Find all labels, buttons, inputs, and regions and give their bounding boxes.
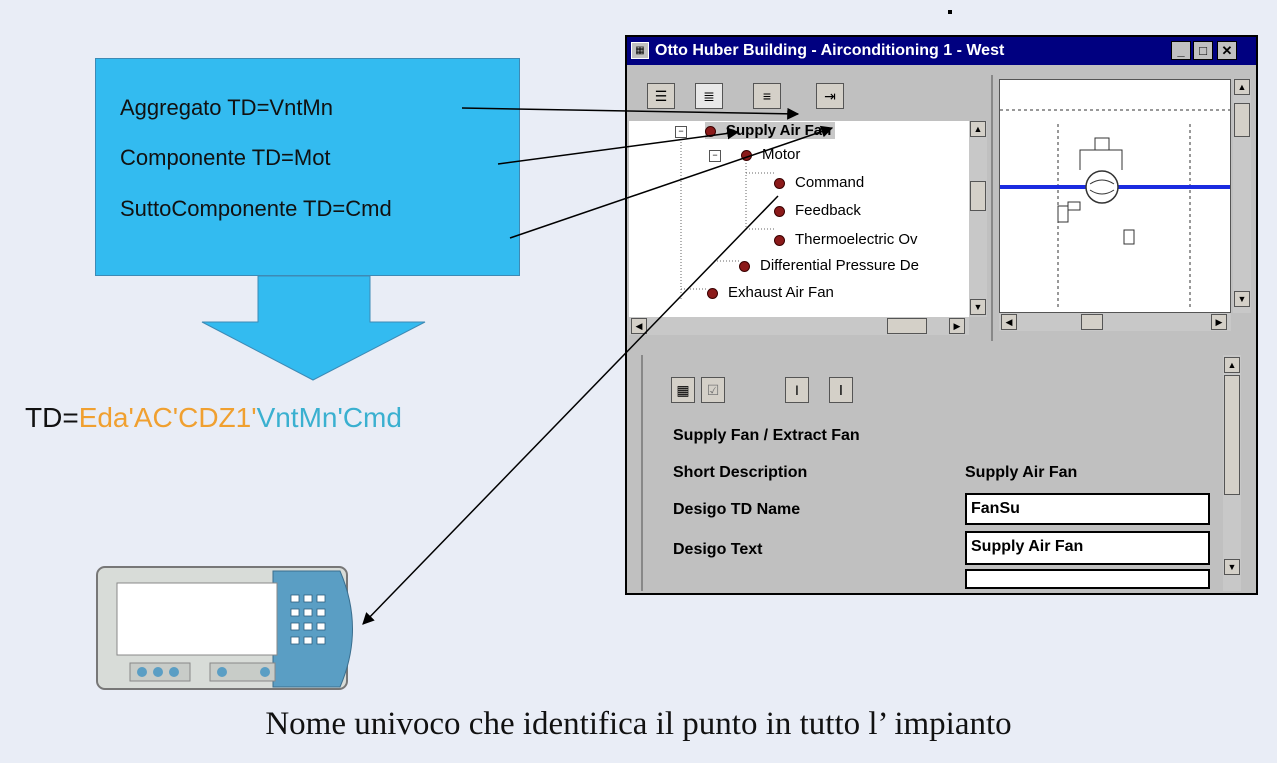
- short-description-value: Supply Air Fan: [965, 464, 1078, 481]
- arrow-suttocomponente: [509, 125, 834, 239]
- callout-box: [95, 58, 520, 276]
- scroll-up-arrow-icon[interactable]: ▲: [1224, 357, 1240, 373]
- text-cursor-bold-icon[interactable]: Ⅰ: [829, 377, 853, 403]
- point-icon: [774, 205, 785, 217]
- arrow-aggregato: [461, 107, 800, 120]
- tree-item-thermoelectric[interactable]: Thermoelectric Ov: [774, 231, 918, 248]
- tree-pane: ☰ ≣ ≡ ⇥ − Supply Air Fan − Motor Command…: [629, 75, 987, 337]
- graphic-horizontal-scrollbar[interactable]: ◀ ▶: [999, 313, 1231, 331]
- scroll-left-arrow-icon[interactable]: ◀: [631, 318, 647, 334]
- scroll-left-arrow-icon[interactable]: ◀: [1001, 314, 1017, 330]
- td-formula: TD=Eda'AC'CDZ1'VntMn'Cmd: [25, 402, 402, 434]
- scroll-up-arrow-icon[interactable]: ▲: [1234, 79, 1250, 95]
- controller-device-image: [95, 565, 370, 693]
- short-description-label: Short Description: [673, 464, 808, 481]
- td-orange-part: Eda'AC'CDZ1': [78, 402, 257, 433]
- scroll-thumb[interactable]: [1081, 314, 1103, 330]
- tree-item-label: Differential Pressure De: [760, 257, 919, 274]
- td-name-label: Desigo TD Name: [673, 501, 801, 518]
- scroll-down-arrow-icon[interactable]: ▼: [1234, 291, 1250, 307]
- tree-item-differential-pressure[interactable]: Differential Pressure De: [739, 257, 919, 274]
- next-field[interactable]: [965, 569, 1210, 589]
- callout-line-aggregato: Aggregato TD=VntMn: [120, 95, 333, 120]
- graphic-pane: ▲ ▼ ◀ ▶: [991, 75, 1256, 341]
- scroll-thumb[interactable]: [887, 318, 927, 334]
- properties-pane: ▦ ☑ I Ⅰ Supply Fan / Extract Fan Short D…: [641, 355, 1224, 591]
- collapse-icon[interactable]: −: [675, 126, 687, 138]
- arrow-componente: [497, 127, 740, 165]
- point-icon: [774, 177, 785, 189]
- scroll-right-arrow-icon[interactable]: ▶: [1211, 314, 1227, 330]
- dot-mark: [948, 10, 952, 14]
- plant-diagram[interactable]: [999, 79, 1231, 313]
- desigo-text-label: Desigo Text: [673, 541, 763, 558]
- minimize-button[interactable]: _: [1171, 41, 1191, 60]
- details-view-button[interactable]: ≣: [695, 83, 723, 109]
- tree-view: − Supply Air Fan − Motor Command Feedbac…: [629, 121, 969, 317]
- scroll-down-arrow-icon[interactable]: ▼: [1224, 559, 1240, 575]
- section-title: Supply Fan / Extract Fan: [673, 427, 860, 444]
- application-window: ▦ Otto Huber Building - Airconditioning …: [625, 35, 1258, 595]
- tree-item-label: Command: [795, 174, 865, 191]
- tree-item-label: Supply Air Fan: [726, 122, 832, 139]
- tree-item-label: Thermoelectric Ov: [795, 231, 918, 248]
- tree-horizontal-scrollbar[interactable]: ◀ ▶: [629, 317, 969, 335]
- scroll-thumb[interactable]: [1224, 375, 1240, 495]
- tree-item-command[interactable]: Command: [774, 174, 864, 191]
- tree-vertical-scrollbar[interactable]: ▲ ▼: [969, 121, 987, 317]
- indent-button[interactable]: ⇥: [816, 83, 844, 109]
- scroll-down-arrow-icon[interactable]: ▼: [970, 299, 986, 315]
- window-title: Otto Huber Building - Airconditioning 1 …: [655, 42, 1005, 59]
- arrow-command-to-device: [362, 195, 779, 625]
- td-name-field[interactable]: FanSu: [965, 493, 1210, 525]
- point-icon: [707, 287, 718, 299]
- maximize-button[interactable]: □: [1193, 41, 1213, 60]
- collapse-icon[interactable]: −: [709, 150, 721, 162]
- tree-item-label: Exhaust Air Fan: [728, 284, 834, 301]
- callout-line-componente: Componente TD=Mot: [120, 145, 331, 170]
- point-icon: [739, 260, 750, 272]
- scroll-up-arrow-icon[interactable]: ▲: [970, 121, 986, 137]
- app-icon[interactable]: ▦: [631, 42, 649, 59]
- tree-item-label: Feedback: [795, 202, 861, 219]
- point-icon: [774, 234, 785, 246]
- scroll-thumb[interactable]: [970, 181, 986, 211]
- edit-icon[interactable]: ☑: [701, 377, 725, 403]
- td-blue-part: VntMn'Cmd: [256, 402, 402, 433]
- window-titlebar[interactable]: ▦ Otto Huber Building - Airconditioning …: [627, 37, 1256, 65]
- callout-line-suttocomponente: SuttoComponente TD=Cmd: [120, 196, 392, 221]
- tree-item-feedback[interactable]: Feedback: [774, 202, 861, 219]
- align-button[interactable]: ≡: [753, 83, 781, 109]
- close-button[interactable]: ✕: [1217, 41, 1237, 60]
- tree-item-exhaust-air-fan[interactable]: Exhaust Air Fan: [707, 284, 834, 301]
- td-prefix: TD=: [25, 402, 79, 433]
- table-icon[interactable]: ▦: [671, 377, 695, 403]
- graphic-vertical-scrollbar[interactable]: ▲ ▼: [1233, 79, 1251, 313]
- slide-caption: Nome univoco che identifica il punto in …: [265, 706, 1012, 742]
- text-cursor-icon[interactable]: I: [785, 377, 809, 403]
- properties-vertical-scrollbar[interactable]: ▲ ▼: [1223, 355, 1241, 591]
- list-view-button[interactable]: ☰: [647, 83, 675, 109]
- tree-item-label: Motor: [762, 146, 801, 163]
- down-arrow-shape: [201, 275, 426, 381]
- scroll-thumb[interactable]: [1234, 103, 1250, 137]
- desigo-text-field[interactable]: Supply Air Fan: [965, 531, 1210, 565]
- scroll-right-arrow-icon[interactable]: ▶: [949, 318, 965, 334]
